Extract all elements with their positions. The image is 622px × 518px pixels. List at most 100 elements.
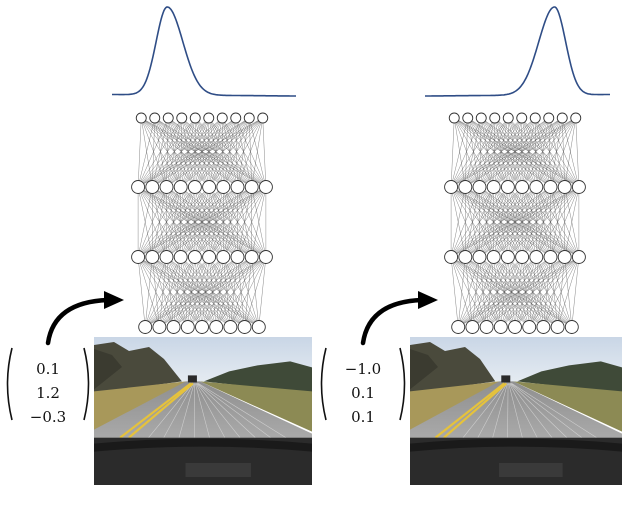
network-node [237, 320, 252, 334]
network-node [216, 112, 228, 124]
network-node [244, 250, 259, 264]
network-node [493, 320, 508, 334]
network-node [145, 180, 160, 194]
network-node [187, 250, 202, 264]
network-node [529, 180, 544, 194]
network-node [571, 250, 586, 264]
network-node [543, 250, 558, 264]
vector-entry: 0.1 [351, 384, 375, 402]
network-node [458, 180, 473, 194]
probability-curve-left [112, 6, 296, 97]
network-node [187, 180, 202, 194]
vector-left: 0.1 1.2 −0.3 [6, 347, 90, 426]
curved-arrow-right [360, 291, 438, 346]
network-node [202, 250, 217, 264]
network-node [195, 320, 209, 334]
network-node [448, 112, 460, 124]
network-node [257, 112, 269, 124]
network-edges [450, 117, 580, 328]
network-node [216, 180, 231, 194]
vector-right: −1.0 0.1 0.1 [320, 347, 406, 426]
network-node [202, 180, 217, 194]
vector-entry: −1.0 [345, 360, 381, 378]
network-node [209, 320, 224, 334]
road-photo-right [410, 337, 622, 485]
left-paren-right [320, 347, 327, 421]
network-node [216, 250, 231, 264]
right-paren-left [83, 347, 90, 421]
network-node [472, 250, 487, 264]
network-node [570, 112, 582, 124]
network-node [149, 112, 161, 124]
network-node [244, 180, 259, 194]
network-node [258, 250, 273, 264]
network-node [135, 112, 147, 124]
right-paren-right [399, 347, 406, 421]
network-node [472, 180, 487, 194]
vector-entry: 0.1 [36, 360, 60, 378]
network-node [159, 180, 174, 194]
network-node [159, 250, 174, 264]
network-node [189, 112, 201, 124]
curved-arrow-left [45, 291, 124, 346]
network-node [571, 180, 586, 194]
network-node [515, 250, 530, 264]
network-node [502, 112, 514, 124]
network-node [557, 250, 572, 264]
network-edges [137, 117, 267, 328]
probability-curve-right [425, 6, 610, 97]
network-node [203, 112, 215, 124]
network-node [543, 112, 555, 124]
network-node [529, 250, 544, 264]
network-node [173, 250, 188, 264]
network-node [145, 250, 160, 264]
network-node [152, 320, 167, 334]
network-node [556, 112, 568, 124]
network-node [557, 180, 572, 194]
network-node [522, 320, 537, 334]
network-node [465, 320, 480, 334]
network-node [486, 180, 501, 194]
network-node [451, 320, 466, 334]
network-node [536, 320, 551, 334]
network-node [444, 250, 459, 264]
vector-entry: 0.1 [351, 408, 375, 426]
network-node [475, 112, 487, 124]
network-node [138, 320, 153, 334]
network-node [529, 112, 541, 124]
network-node [176, 112, 188, 124]
network-node [223, 320, 238, 334]
network-node [515, 180, 530, 194]
network-node [486, 250, 501, 264]
panel-right: −1.0 0.1 0.1 [320, 6, 622, 485]
network-node [500, 180, 515, 194]
vector-entry: −0.3 [30, 408, 66, 426]
network-node [131, 180, 146, 194]
neural-network-right [444, 112, 586, 334]
network-node [230, 112, 242, 124]
vector-entry: 1.2 [36, 384, 60, 402]
network-node [564, 320, 579, 334]
network-node [180, 320, 195, 334]
neural-network-left [131, 112, 273, 334]
network-node [550, 320, 565, 334]
network-node [166, 320, 181, 334]
network-node [243, 112, 255, 124]
road-photo-left [94, 337, 312, 485]
network-node [230, 180, 245, 194]
network-node [131, 250, 146, 264]
network-node [543, 180, 558, 194]
left-paren-left [6, 347, 13, 421]
network-node [162, 112, 174, 124]
network-node [444, 180, 459, 194]
network-node [516, 112, 528, 124]
network-node [458, 250, 473, 264]
network-node [462, 112, 474, 124]
panel-left: 0.1 1.2 −0.3 [6, 6, 312, 485]
network-node [251, 320, 266, 334]
network-node [173, 180, 188, 194]
network-node [230, 250, 245, 264]
network-node [489, 112, 501, 124]
